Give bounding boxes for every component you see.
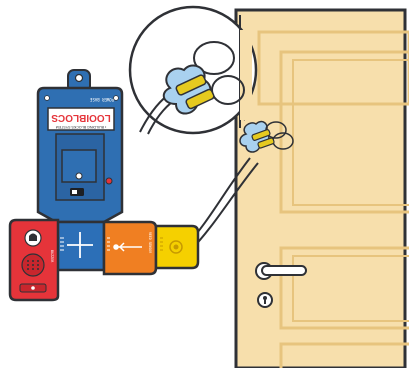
brand-tagline: • BUILDING BLOCKS SYSTEM [56,125,107,129]
power-base-label: POWER BASE [89,97,114,102]
brand-name: LOOIBLOCS [51,112,111,123]
magnifier [128,5,258,135]
contact-block-label: REED SENSOR [148,232,152,253]
door [234,8,409,368]
wire-loop-large [193,41,235,75]
alarm-block-label: BUZZER [50,250,54,263]
screw [75,172,83,180]
magnet-icon-zoomed [175,74,215,110]
door-contact-sensor [239,120,294,153]
red-alarm-block: BUZZER [8,218,60,302]
keyhole-icon [257,292,273,308]
brand-panel [47,107,115,131]
door-panel-lower [279,342,409,368]
magnet-icon [251,129,275,149]
yellow-reed-block [154,224,200,270]
power-base-block: POWER BASE LOOIBLOCS • BUILDING BLOCKS S… [36,69,124,224]
bell-icon [24,229,42,247]
coil-icon [169,240,183,254]
door-body [234,8,407,368]
plus-icon [67,232,93,258]
door-handle-icon [255,262,307,280]
door-panel-upper [279,50,409,214]
door-panel-top [257,30,409,106]
led-icon [105,177,113,185]
orange-signal-block: REED SENSOR [102,220,158,276]
door-panel-middle [279,246,409,330]
speaker-grill-icon [21,253,45,277]
blue-connector-block [54,220,106,272]
power-switch-icon [70,188,84,196]
signal-arrow-icon [113,242,142,252]
